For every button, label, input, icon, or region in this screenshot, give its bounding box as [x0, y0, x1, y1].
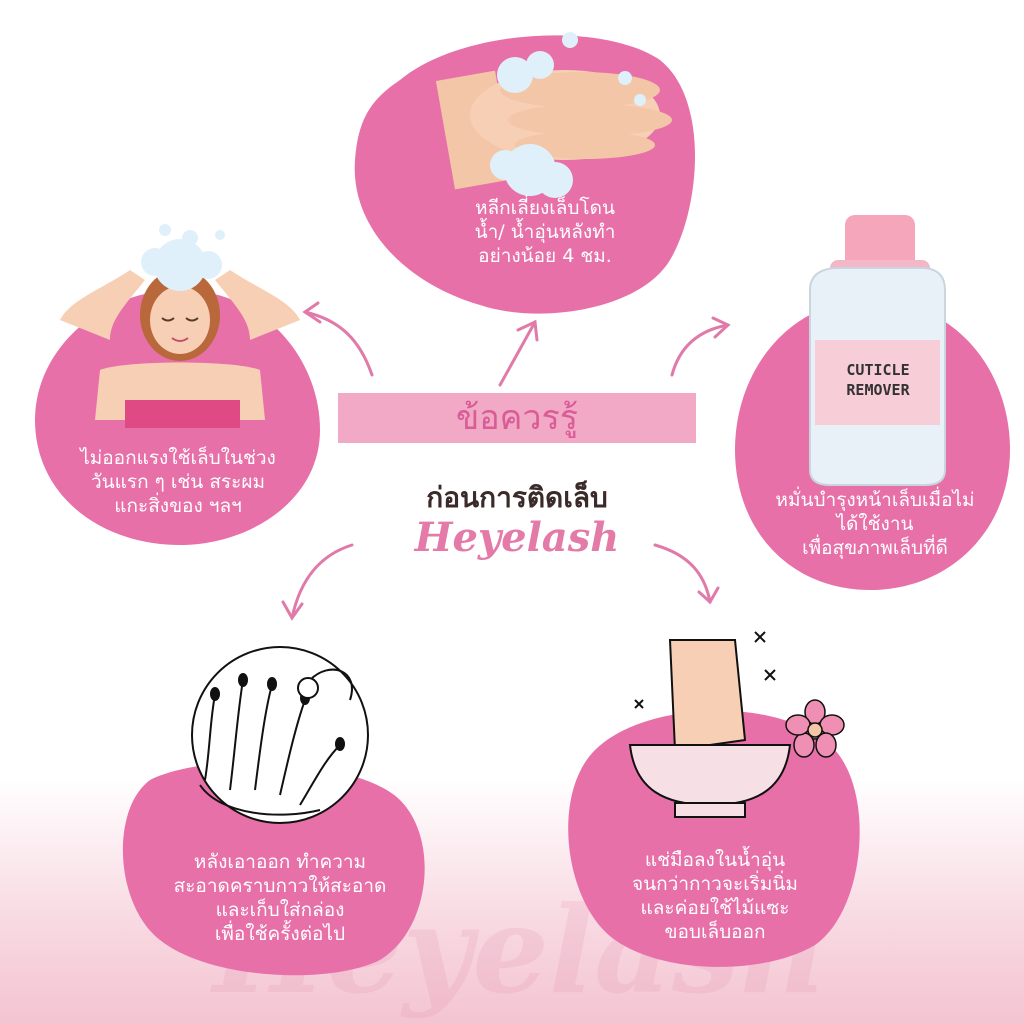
page-title: ข้อควรรู้: [455, 398, 579, 438]
text-line: จนกว่ากาวจะเริ่มนิ่ม: [632, 873, 798, 895]
text-line: ไม่ออกแรงใช้เล็บในช่วง: [80, 447, 276, 469]
text-line: อย่างน้อย 4 ชม.: [478, 245, 612, 267]
step-soak-text: แช่มือลงในน้ำอุ่น จนกว่ากาวจะเริ่มนิ่ม แ…: [580, 848, 850, 944]
hand-bowl-icon: [628, 639, 845, 818]
text-line: และค่อยใช้ไม้แซะ: [640, 897, 790, 919]
text-line: ได้ใช้งาน: [836, 513, 914, 535]
text-line: หลังเอาออก ทำความ: [193, 851, 367, 873]
woman-shampoo-icon: [60, 224, 300, 428]
step-no-force-text: ไม่ออกแรงใช้เล็บในช่วง วันแรก ๆ เช่น สระ…: [48, 446, 308, 518]
title-bar: [338, 393, 696, 443]
step-clean-after-blob: [122, 646, 425, 976]
bottle-label-line2: REMOVER: [846, 381, 910, 399]
brand-logo: Heyelash: [414, 514, 620, 561]
text-line: และเก็บใส่กล่อง: [215, 899, 345, 921]
step-no-force-blob: [35, 224, 320, 545]
text-line: วันแรก ๆ เช่น สระผม: [91, 471, 265, 493]
hand-nails-icon: [199, 668, 353, 816]
step-cuticle-blob: CUTICLE REMOVER: [735, 215, 1010, 590]
step-cuticle-text: หมั่นบำรุงหน้าเล็บเมื่อไม่ ได้ใช้งาน เพื…: [740, 488, 1010, 560]
text-line: แช่มือลงในน้ำอุ่น: [644, 849, 786, 871]
step-wash-hands-text: หลีกเลี่ยงเล็บโดน น้ำ/ น้ำอุ่นหลังทำ อย่…: [420, 196, 670, 268]
text-line: ขอบเล็บออก: [664, 921, 766, 943]
text-line: เพื่อสุขภาพเล็บที่ดี: [802, 537, 948, 559]
text-line: แกะสิ่งของ ฯลฯ: [114, 495, 242, 517]
step-wash-hands-blob: [354, 32, 695, 314]
text-line: หมั่นบำรุงหน้าเล็บเมื่อไม่: [775, 489, 975, 511]
washing-hands-icon: [435, 32, 672, 198]
text-line: หลีกเลี่ยงเล็บโดน: [475, 197, 615, 219]
cuticle-bottle-icon: [809, 215, 946, 486]
bottle-label-line1: CUTICLE: [846, 361, 909, 379]
text-line: น้ำ/ น้ำอุ่นหลังทำ: [474, 221, 616, 243]
text-line: เพื่อใช้ครั้งต่อไป: [214, 923, 346, 945]
step-clean-after-text: หลังเอาออก ทำความ สะอาดคราบกาวให้สะอาด แ…: [140, 850, 420, 946]
arrow-up-icon: [498, 320, 537, 387]
step-soak-blob: [568, 631, 860, 967]
text-line: สะอาดคราบกาวให้สะอาด: [173, 875, 387, 897]
sparkle-icon: [634, 631, 776, 709]
page-subtitle: ก่อนการติดเล็บ: [426, 481, 608, 514]
